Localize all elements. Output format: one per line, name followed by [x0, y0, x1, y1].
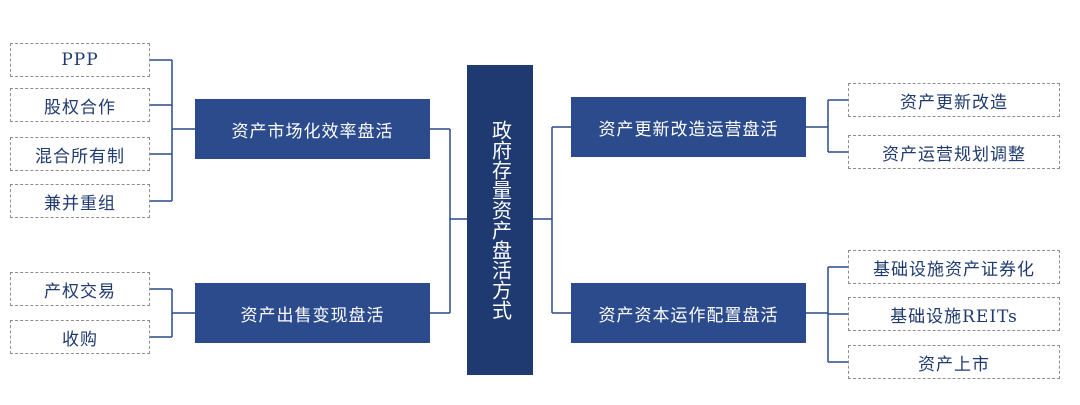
- leaf-acquisition: 收购: [10, 320, 150, 354]
- branch-sale-liquidation: 资产出售变现盘活: [195, 283, 430, 343]
- leaf-asset-renovation: 资产更新改造: [848, 83, 1060, 117]
- leaf-mixed-ownership: 混合所有制: [10, 137, 150, 171]
- branch-market-efficiency: 资产市场化效率盘活: [195, 99, 430, 159]
- leaf-ppp: PPP: [10, 43, 150, 77]
- branch-renovation-operation: 资产更新改造运营盘活: [571, 97, 806, 157]
- leaf-infrastructure-reits: 基础设施REITs: [848, 297, 1060, 331]
- leaf-equity-cooperation: 股权合作: [10, 88, 150, 122]
- leaf-property-rights-trading: 产权交易: [10, 272, 150, 306]
- leaf-asset-listing: 资产上市: [848, 345, 1060, 379]
- branch-capital-operation: 资产资本运作配置盘活: [571, 283, 806, 343]
- leaf-operation-planning: 资产运营规划调整: [848, 135, 1060, 169]
- center-node: 政府存量资产盘活方式: [467, 65, 533, 375]
- leaf-infrastructure-securitization: 基础设施资产证券化: [848, 250, 1060, 284]
- leaf-merger-restructuring: 兼并重组: [10, 184, 150, 218]
